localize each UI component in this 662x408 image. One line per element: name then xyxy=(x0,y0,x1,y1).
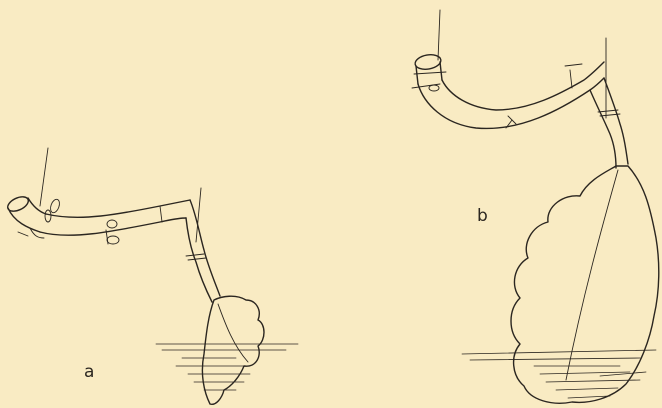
panel-b-drawing xyxy=(412,10,659,403)
panel-b-trachea xyxy=(412,53,604,129)
panel-a-thread-left xyxy=(40,148,48,206)
panel-a-label: a xyxy=(84,364,94,381)
panel-b-water-lines xyxy=(462,350,656,398)
panel-a-trachea xyxy=(5,194,190,244)
panel-a-bronchus xyxy=(186,200,220,302)
panel-a-drawing xyxy=(5,148,298,404)
panel-a-water-lines xyxy=(156,344,298,390)
panel-b-thread-left xyxy=(438,10,440,60)
panel-b-lung xyxy=(511,166,659,403)
panel-b-bronchus xyxy=(590,78,628,168)
panel-b-label: b xyxy=(477,208,488,225)
